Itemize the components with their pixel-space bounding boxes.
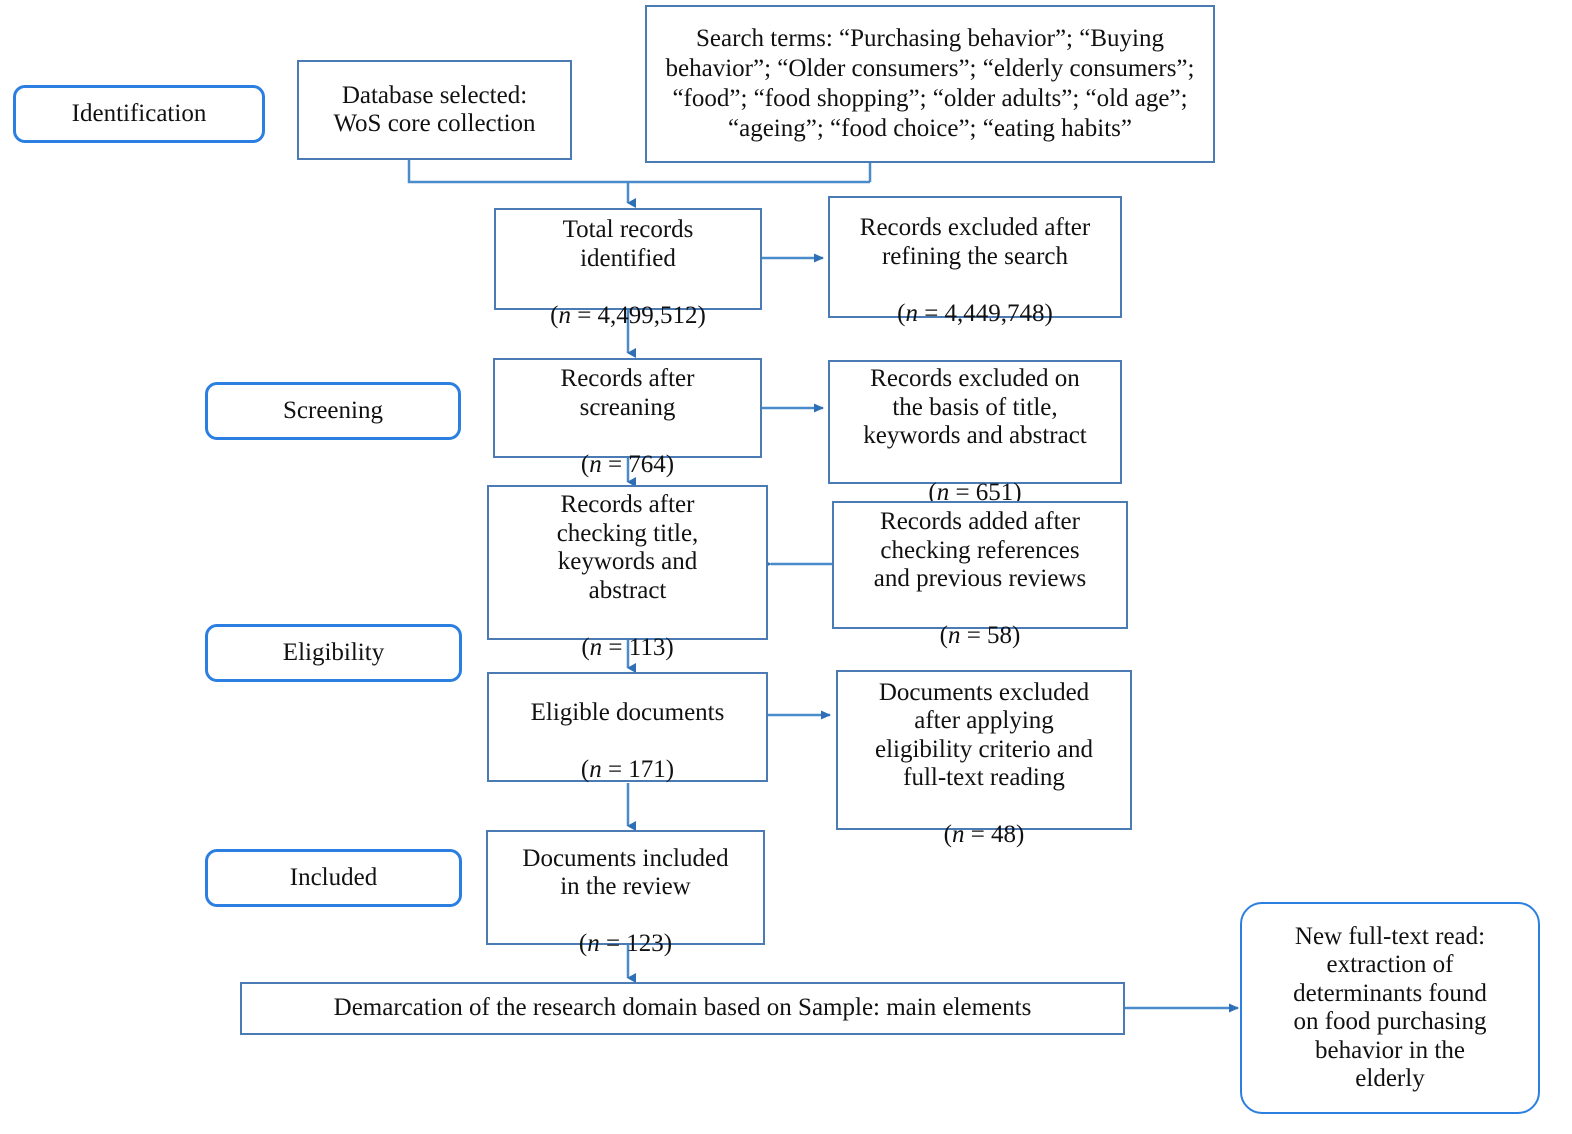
stage-label-screening: Screening <box>283 396 383 424</box>
stage-pill-identification[interactable]: Identification <box>13 85 265 143</box>
flow-total-records-text: Total records identified (n = 4,499,512) <box>542 188 714 331</box>
flow-records-after-checking-text: Records after checking title, keywords a… <box>549 463 707 663</box>
flow-box-eligible-documents[interactable]: Eligible documents (n = 171) <box>487 670 768 784</box>
side-box-excluded-eligibility[interactable]: Documents excluded after applying eligib… <box>836 670 1132 848</box>
side-box-new-full-text[interactable]: New full-text read: extraction of determ… <box>1240 902 1540 1114</box>
side-box-added-references[interactable]: Records added after checking references … <box>832 501 1128 649</box>
flow-total-records-label: Total records identified <box>562 216 694 272</box>
side-added-references-count: (n = 58) <box>939 622 1021 649</box>
flow-records-after-checking-label: Records after checking title, keywords a… <box>556 491 699 604</box>
flow-eligible-documents-label: Eligible documents <box>530 698 725 726</box>
side-box-excluded-title-keywords[interactable]: Records excluded on the basis of title, … <box>828 360 1122 506</box>
side-excluded-eligibility-label: Documents excluded after applying eligib… <box>875 678 1093 792</box>
source-search-terms-text: Search terms: “Purchasing behavior”; “Bu… <box>665 25 1195 142</box>
side-new-full-text-label: New full-text read: extraction of determ… <box>1293 922 1487 1093</box>
side-excluded-title-label: Records excluded on the basis of title, … <box>863 365 1087 449</box>
flow-documents-included-count: (n = 123) <box>578 930 673 958</box>
flow-demarcation-text: Demarcation of the research domain based… <box>333 994 1032 1022</box>
source-database-text: Database selected: WoS core collection <box>333 81 536 138</box>
stage-label-included: Included <box>289 863 378 891</box>
flow-box-documents-included[interactable]: Documents included in the review (n = 12… <box>486 830 765 957</box>
stage-pill-eligibility[interactable]: Eligibility <box>205 624 462 682</box>
source-box-database[interactable]: Database selected: WoS core collection <box>297 60 572 160</box>
side-box-excluded-refining[interactable]: Records excluded after refining the sear… <box>828 196 1122 327</box>
flow-records-after-screening-count: (n = 764) <box>580 450 675 478</box>
side-excluded-refining-label: Records excluded after refining the sear… <box>859 214 1091 270</box>
side-excluded-refining-text: Records excluded after refining the sear… <box>852 186 1098 329</box>
connector-database-join <box>407 160 870 184</box>
flow-records-after-screening-text: Records after screaning (n = 764) <box>553 337 703 480</box>
flow-total-records-count: (n = 4,499,512) <box>550 301 706 329</box>
side-excluded-title-text: Records excluded on the basis of title, … <box>855 337 1095 508</box>
side-added-references-text: Records added after checking references … <box>866 480 1094 651</box>
stage-pill-screening[interactable]: Screening <box>205 382 461 440</box>
side-excluded-eligibility-count: (n = 48) <box>943 821 1025 849</box>
source-box-search-terms[interactable]: Search terms: “Purchasing behavior”; “Bu… <box>645 5 1215 163</box>
stage-label-identification: Identification <box>71 99 207 127</box>
flow-box-demarcation[interactable]: Demarcation of the research domain based… <box>240 982 1125 1035</box>
side-excluded-refining-count: (n = 4,449,748) <box>897 299 1053 327</box>
side-excluded-eligibility-text: Documents excluded after applying eligib… <box>867 650 1101 850</box>
flow-box-records-after-checking[interactable]: Records after checking title, keywords a… <box>487 485 768 661</box>
flow-eligible-documents-count: (n = 171) <box>580 755 675 783</box>
stage-pill-included[interactable]: Included <box>205 849 462 907</box>
flow-records-after-checking-count: (n = 113) <box>581 633 674 661</box>
stage-label-eligibility: Eligibility <box>282 638 385 666</box>
flow-box-total-records[interactable]: Total records identified (n = 4,499,512) <box>494 208 762 329</box>
flow-eligible-documents-text: Eligible documents (n = 171) <box>523 670 733 784</box>
flow-box-records-after-screening[interactable]: Records after screaning (n = 764) <box>493 358 762 478</box>
flow-records-after-screening-label: Records after screaning <box>560 365 695 421</box>
flow-documents-included-label: Documents included in the review <box>522 844 729 901</box>
side-added-references-label: Records added after checking references … <box>873 508 1087 592</box>
flow-documents-included-text: Documents included in the review (n = 12… <box>514 816 736 959</box>
